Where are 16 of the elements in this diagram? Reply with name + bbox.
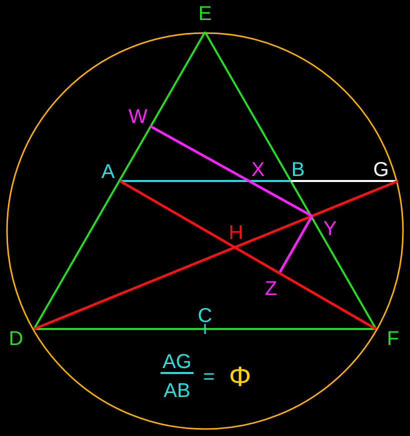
fraction-numerator: AG	[160, 352, 194, 374]
point-label: W	[128, 107, 148, 127]
point-label: C	[198, 306, 212, 326]
phi-symbol: Φ	[228, 363, 252, 391]
point-label: X	[251, 160, 265, 180]
point-label: A	[101, 162, 115, 182]
point-label: D	[8, 329, 24, 349]
point-label: Y	[323, 219, 337, 239]
point-label: H	[228, 223, 244, 243]
point-label: Z	[264, 279, 278, 299]
point-label: B	[291, 160, 305, 180]
point-label: F	[386, 329, 400, 349]
point-label: E	[198, 4, 212, 24]
equals-sign: =	[203, 367, 215, 387]
point-label: G	[373, 160, 389, 180]
fraction-denominator: AB	[164, 381, 190, 401]
